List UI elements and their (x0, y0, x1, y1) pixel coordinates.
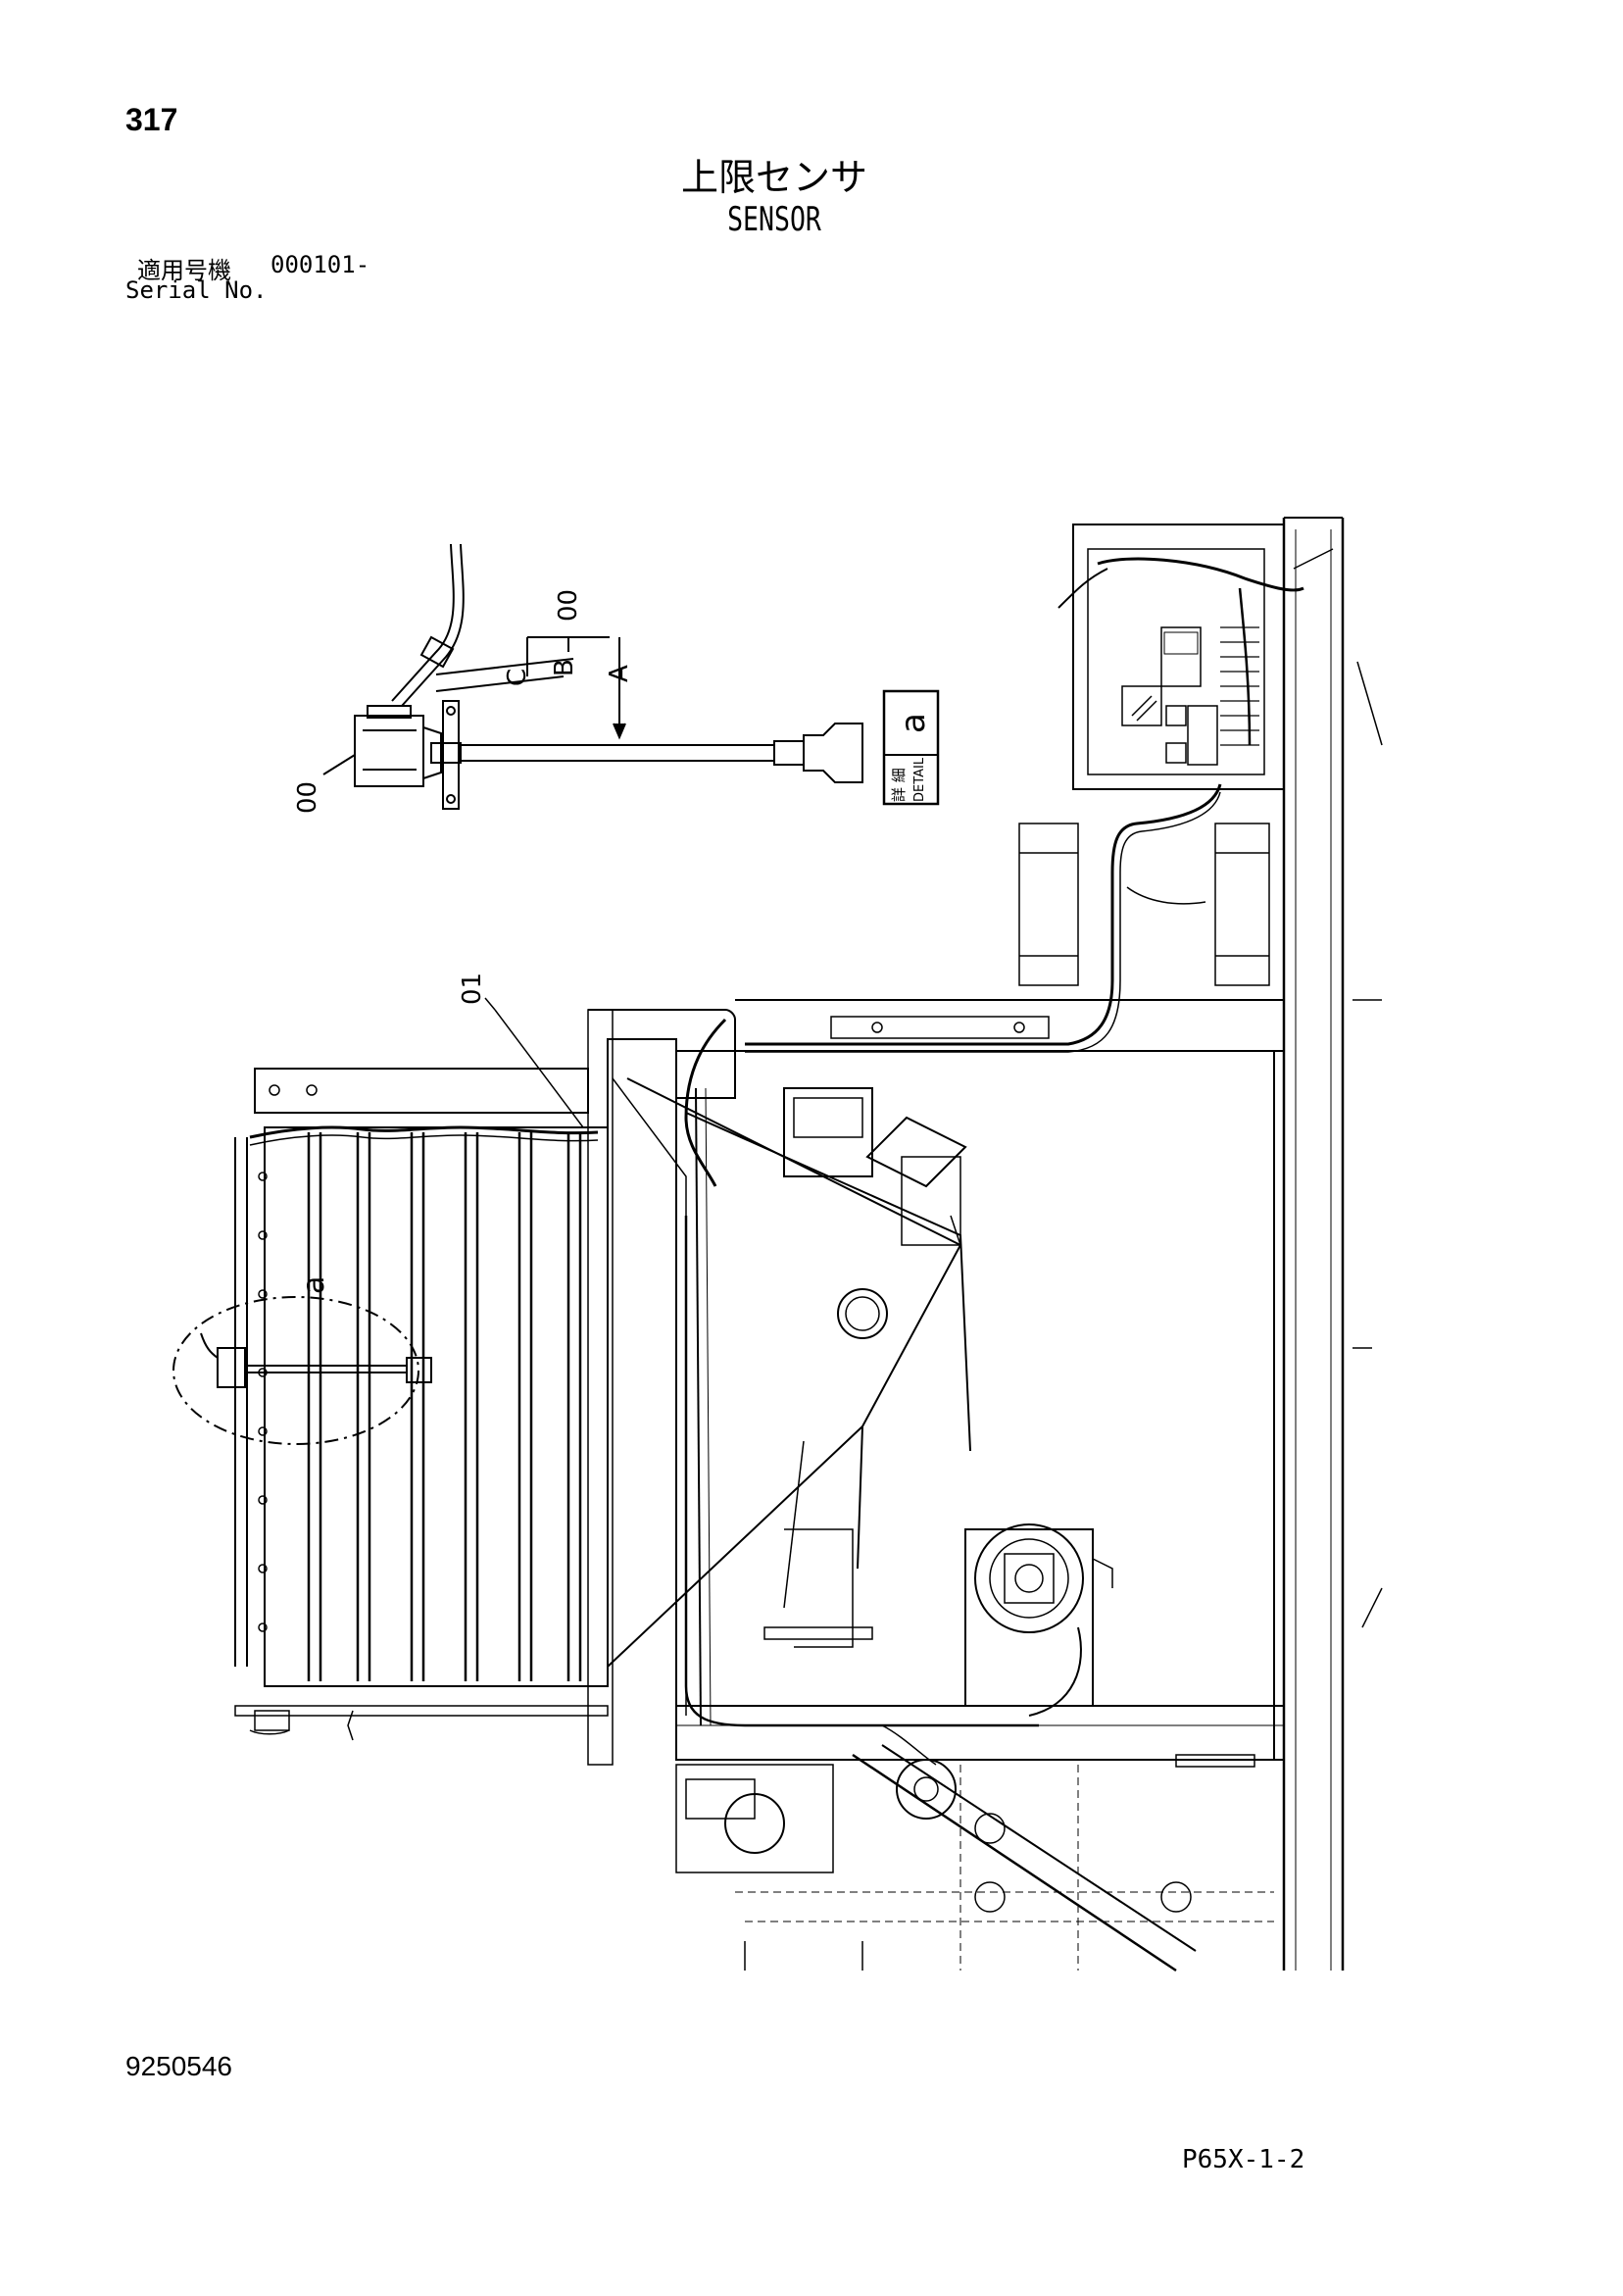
page-title-english: SENSOR (727, 200, 821, 239)
page-code: P65X-1-2 (1182, 2145, 1305, 2174)
dimension-label-c: C (503, 669, 532, 686)
detail-marker-a: a (297, 1276, 331, 1294)
dimension-label-a: A (605, 665, 634, 682)
callout-part-01: 01 (458, 973, 487, 1005)
serial-label-japanese: 適用号機 (137, 257, 231, 284)
detail-view (322, 543, 940, 810)
detail-tag-english: DETAIL (912, 757, 927, 802)
page-title-japanese: 上限センサ (680, 156, 867, 199)
serial-number-value: 000101- (270, 251, 370, 278)
page-number: 317 (125, 102, 178, 137)
callout-part-00-top: 00 (554, 589, 583, 622)
dimension-label-b: B (550, 659, 579, 676)
callout-part-00-left: 00 (293, 781, 322, 814)
detail-tag-letter: a (894, 713, 933, 733)
main-assembly-view (172, 517, 1383, 1972)
document-number: 9250546 (125, 2051, 233, 2081)
serial-label-english: Serial No. (125, 276, 268, 304)
detail-tag-japanese: 詳 細 (890, 768, 908, 802)
